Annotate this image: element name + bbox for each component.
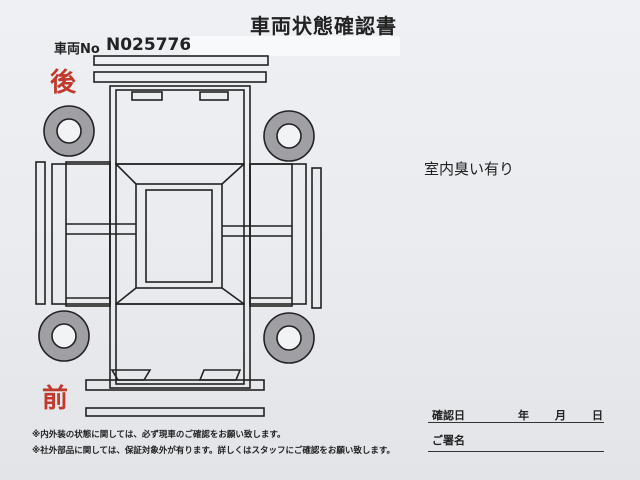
front-bumper-lower	[85, 407, 265, 417]
right-inner-strip	[249, 163, 293, 307]
roof-outer	[135, 183, 223, 289]
confirm-date-label: 確認日	[432, 409, 465, 422]
cabin-corner-br	[221, 287, 245, 305]
front-bumper-upper	[85, 379, 265, 391]
document-title: 車両状態確認書	[250, 14, 397, 38]
rear-light-right	[199, 91, 229, 101]
body-outline	[109, 85, 251, 389]
rear-section	[115, 89, 245, 165]
day-unit: 日	[592, 409, 603, 422]
right-outer-strip	[311, 167, 322, 309]
wheel-front-right	[263, 312, 315, 364]
note-aftermarket-parts: ※社外部品に関しては、保証対象外が有ります。詳しくはスタッフにご確認をお願い致し…	[32, 446, 395, 456]
rear-label: 後	[50, 68, 77, 98]
vehicle-number-value: N0257760	[106, 35, 204, 55]
front-section	[115, 303, 245, 385]
rear-bumper-lower	[93, 71, 267, 83]
redacted-area	[190, 36, 400, 56]
rear-light-left	[131, 91, 163, 101]
signature-underline	[428, 451, 604, 452]
headlight-left	[110, 369, 152, 381]
roof-inner	[145, 189, 213, 283]
wheel-rear-right	[263, 110, 315, 162]
wheel-front-left	[38, 310, 90, 362]
vehicle-number-label: 車両No	[54, 42, 100, 57]
condition-remark: 室内臭い有り	[424, 160, 515, 178]
right-side-panel	[249, 163, 307, 305]
cabin-corner-bl	[115, 287, 137, 305]
month-unit: 月	[555, 409, 566, 422]
left-outer-strip	[35, 161, 46, 305]
wheel-rear-left	[43, 105, 95, 157]
cabin-corner-tr	[221, 163, 245, 185]
front-label: 前	[42, 384, 69, 414]
cabin-corner-tl	[115, 163, 137, 185]
note-interior-exterior: ※内外装の状態に関しては、必ず現車のご確認をお願い致します。	[32, 430, 286, 440]
date-underline	[428, 422, 604, 423]
rear-bumper-upper	[93, 55, 269, 66]
signature-label: ご署名	[432, 434, 465, 447]
year-unit: 年	[518, 409, 529, 422]
headlight-right	[198, 369, 242, 381]
